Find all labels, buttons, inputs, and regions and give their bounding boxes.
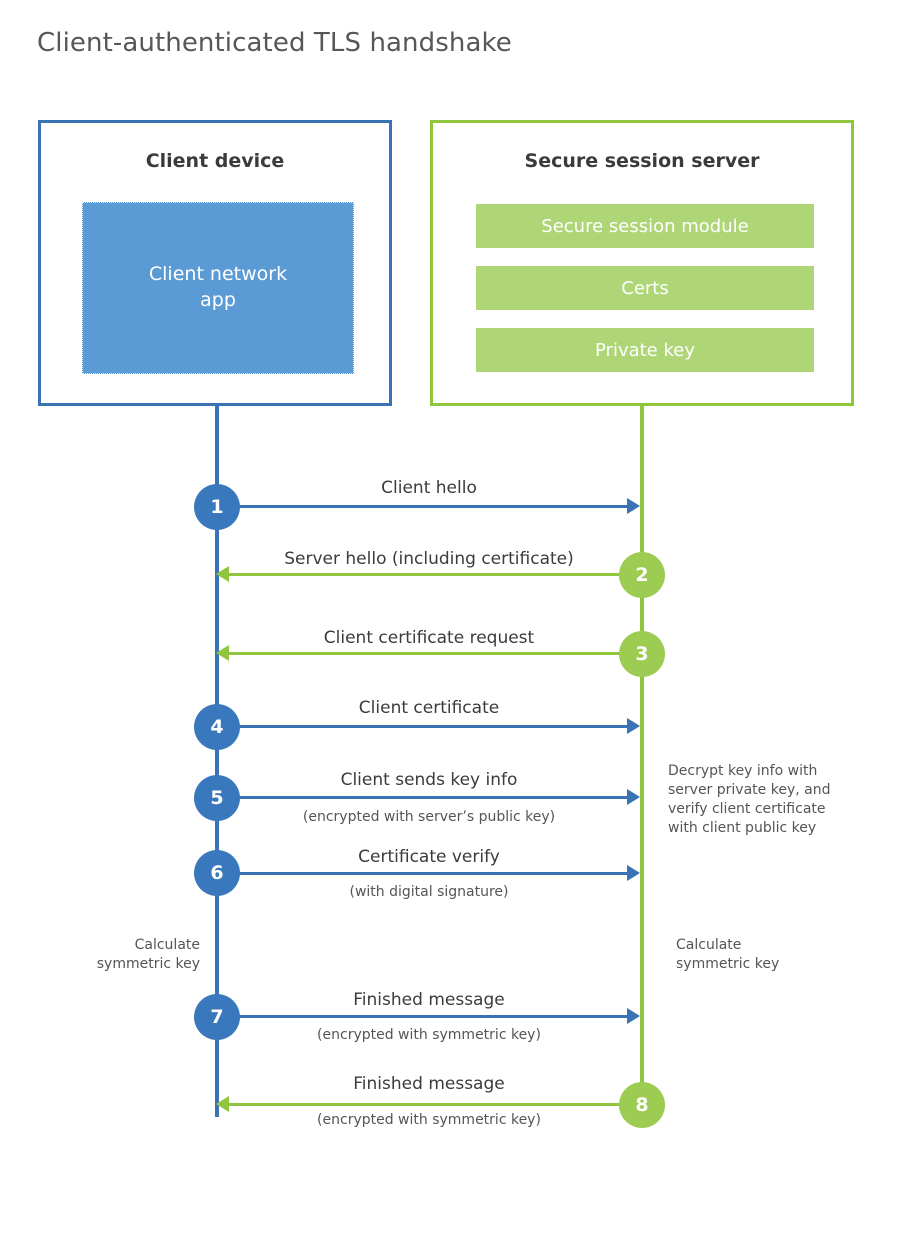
step-8-arrow-head <box>216 1096 229 1112</box>
step-6-circle[interactable]: 6 <box>194 850 240 896</box>
calc-right-line1: Calculate <box>676 937 742 953</box>
server-component-secure-session-module: Secure session module <box>476 204 814 248</box>
step-3-arrow-head <box>216 645 229 661</box>
decrypt-annotation-line3: verify client certificate <box>668 800 826 817</box>
client-device-box: Client device Client network app <box>38 120 392 406</box>
decrypt-annotation-line1: Decrypt key info with <box>668 763 818 779</box>
client-network-app-block: Client network app <box>82 202 354 374</box>
step-7-arrow-line <box>217 1015 629 1018</box>
step-3-circle[interactable]: 3 <box>619 631 665 677</box>
server-component-certs: Certs <box>476 266 814 310</box>
step-5-label: Client sends key info <box>340 770 518 790</box>
step-8-arrow-line <box>228 1103 640 1106</box>
page-title: Client-authenticated TLS handshake <box>37 28 512 58</box>
step-8-sublabel: (encrypted with symmetric key) <box>317 1112 541 1128</box>
step-7-sublabel: (encrypted with symmetric key) <box>317 1027 541 1043</box>
step-8-circle[interactable]: 8 <box>619 1082 665 1128</box>
calc-left-line2: symmetric key <box>96 955 200 972</box>
step-5-circle[interactable]: 5 <box>194 775 240 821</box>
step-6-sublabel: (with digital signature) <box>349 884 509 900</box>
client-app-label-line1: Client network <box>148 263 288 286</box>
step-1-label: Client hello <box>381 478 477 498</box>
step-7-circle[interactable]: 7 <box>194 994 240 1040</box>
client-device-title: Client device <box>145 150 285 172</box>
secure-session-server-title: Secure session server <box>524 150 760 172</box>
step-8-label: Finished message <box>353 1074 505 1094</box>
decrypt-annotation-line2: server private key, and <box>668 781 831 798</box>
step-2-circle[interactable]: 2 <box>619 552 665 598</box>
step-3-arrow-line <box>228 652 640 655</box>
client-calculate-symmetric-key-annotation: Calculate symmetric key <box>60 936 200 974</box>
step-4-arrow-head <box>627 718 640 734</box>
client-app-label-line2: app <box>200 289 236 311</box>
server-lifeline <box>640 405 644 1105</box>
step-5-sublabel: (encrypted with server’s public key) <box>302 809 556 825</box>
step-2-arrow-head <box>216 566 229 582</box>
step-7-label: Finished message <box>353 990 505 1010</box>
decrypt-annotation-line4: with client public key <box>668 819 817 836</box>
step-3-label: Client certificate request <box>323 628 535 648</box>
step-6-arrow-line <box>217 872 629 875</box>
step-5-arrow-line <box>217 796 629 799</box>
server-component-private-key: Private key <box>476 328 814 372</box>
step-5-arrow-head <box>627 789 640 805</box>
step-4-circle[interactable]: 4 <box>194 704 240 750</box>
client-lifeline <box>215 405 219 1117</box>
step-4-arrow-line <box>217 725 629 728</box>
step-7-arrow-head <box>627 1008 640 1024</box>
step-4-label: Client certificate <box>358 698 500 718</box>
step-6-arrow-head <box>627 865 640 881</box>
calc-left-line1: Calculate <box>134 937 200 953</box>
step-1-arrow-head <box>627 498 640 514</box>
step-6-label: Certificate verify <box>358 847 500 867</box>
step-2-arrow-line <box>228 573 640 576</box>
server-calculate-symmetric-key-annotation: Calculate symmetric key <box>676 936 836 974</box>
step-1-arrow-line <box>217 505 629 508</box>
step-1-circle[interactable]: 1 <box>194 484 240 530</box>
secure-session-server-box: Secure session server Secure session mod… <box>430 120 854 406</box>
step-2-label: Server hello (including certificate) <box>284 549 574 569</box>
server-decrypt-annotation: Decrypt key info with server private key… <box>668 762 848 838</box>
calc-right-line2: symmetric key <box>676 955 780 972</box>
